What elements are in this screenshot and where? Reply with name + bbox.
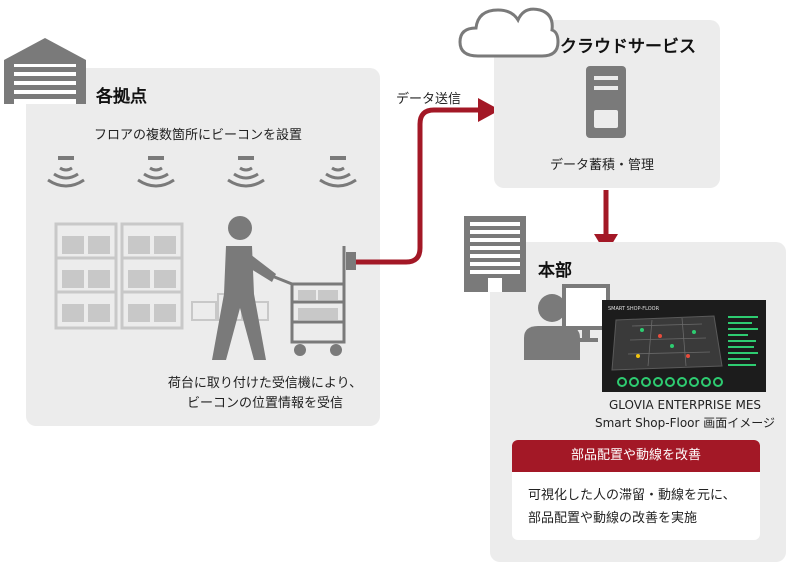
worker-icon [212, 216, 276, 360]
cloud-title: クラウドサービス [560, 37, 696, 57]
improvement-card: 部品配置や動線を改善 可視化した人の滞留・動線を元に、 部品配置や動線の改善を実… [512, 440, 760, 540]
site-title: 各拠点 [96, 87, 147, 107]
warehouse-icon [4, 38, 86, 104]
beacon-caption: フロアの複数箇所にビーコンを設置 [94, 128, 303, 143]
product-screen-caption: Smart Shop-Floor 画面イメージ [594, 416, 776, 430]
screen-mock-image: SMART SHOP-FLOOR [602, 300, 766, 392]
receiver-caption-line-2: ビーコンの位置情報を受信 [186, 396, 343, 411]
cloud-caption: データ蓄積・管理 [550, 158, 655, 173]
beacon-icon [137, 156, 175, 188]
shelf-icon [54, 222, 184, 330]
building-icon [464, 216, 526, 292]
server-icon [586, 66, 626, 138]
product-name: GLOVIA ENTERPRISE MES [608, 398, 762, 412]
improvement-text-line-2: 部品配置や動線の改善を実施 [528, 511, 698, 526]
improvement-badge: 部品配置や動線を改善 [512, 440, 760, 472]
cloud-icon [458, 7, 560, 58]
beacon-icon [227, 156, 265, 188]
receiver-caption-line-1: 荷台に取り付けた受信機により、 [167, 376, 363, 391]
monitor-icon [562, 284, 610, 342]
improvement-text-line-1: 可視化した人の滞留・動線を元に、 [528, 488, 736, 503]
beacon-icon [319, 156, 357, 188]
data-send-label: データ送信 [396, 92, 462, 107]
site-panel [26, 68, 380, 426]
cart-icon [271, 246, 356, 356]
person-icon [524, 294, 580, 360]
screen-title: SMART SHOP-FLOOR [608, 306, 660, 312]
beacon-icon [47, 156, 85, 188]
hq-title: 本部 [538, 261, 572, 281]
